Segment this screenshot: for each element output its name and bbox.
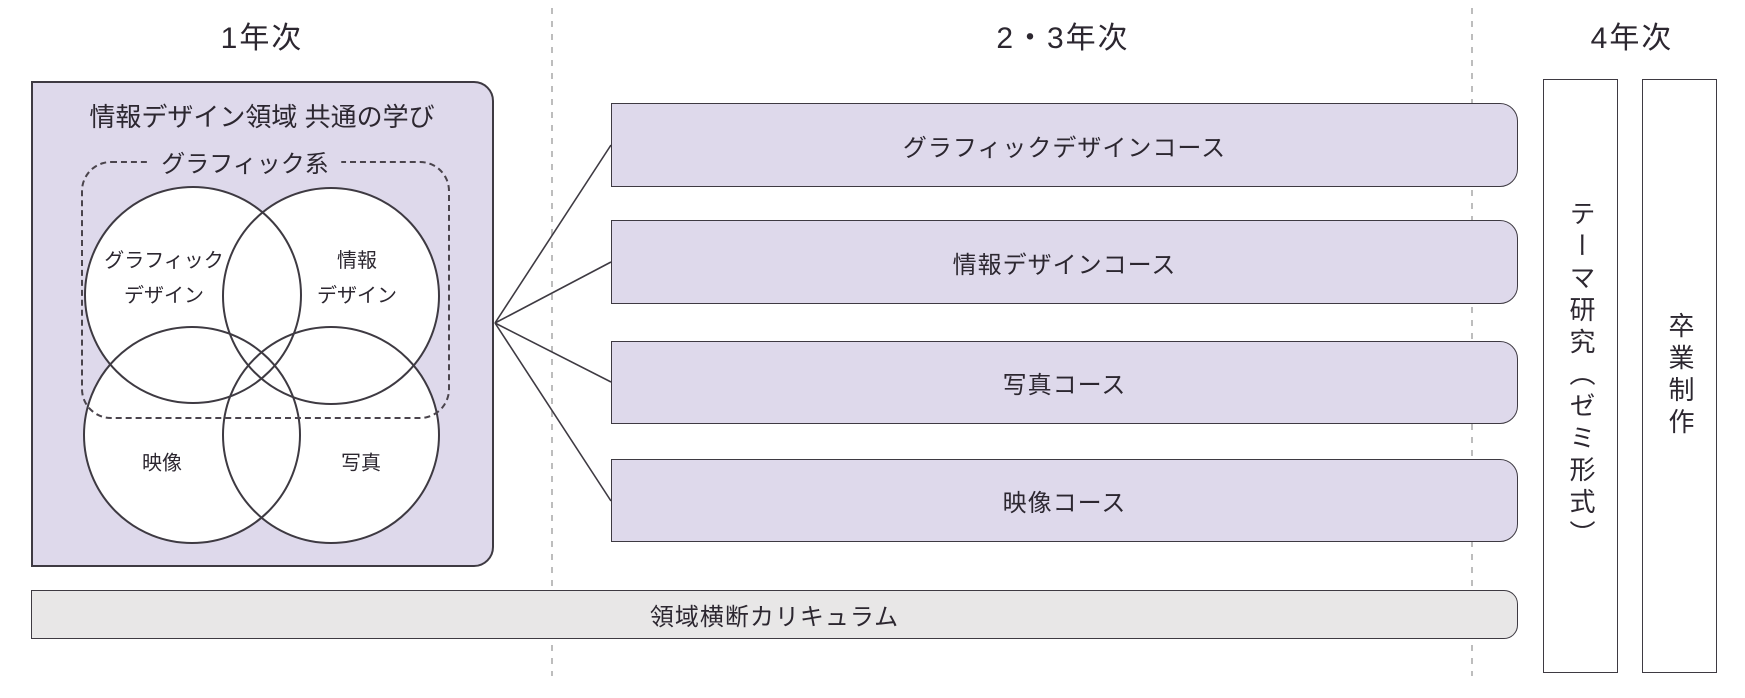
course-box-info-design: 情報デザインコース bbox=[611, 220, 1518, 304]
course-label-info-design: 情報デザインコース bbox=[952, 251, 1177, 279]
venn-label-video: 映像 bbox=[142, 452, 182, 475]
venn-label-graphic-design: グラフィック デザイン bbox=[104, 244, 224, 314]
connector-line-graphic-course bbox=[494, 144, 612, 324]
column-divider-left bbox=[551, 8, 553, 676]
connector-line-photo-course bbox=[494, 322, 612, 383]
venn-label-info-design-line2: デザイン bbox=[317, 285, 397, 307]
theme-research-bar: テーマ研究（ゼミ形式） bbox=[1543, 79, 1618, 673]
cross-domain-bar-label: 領域横断カリキュラム bbox=[649, 604, 900, 631]
connector-line-video-course bbox=[494, 322, 612, 502]
column-header-year4: 4年次 bbox=[1590, 22, 1674, 55]
cross-domain-bar: 領域横断カリキュラム bbox=[31, 590, 1518, 639]
venn-label-info-design-line1: 情報 bbox=[337, 250, 377, 272]
graduation-work-label: 卒業制作 bbox=[1665, 312, 1695, 440]
common-box-title: 情報デザイン領域 共通の学び bbox=[89, 102, 435, 132]
course-box-graphic-design: グラフィックデザインコース bbox=[611, 103, 1518, 187]
graphic-group-label: グラフィック系 bbox=[149, 143, 341, 179]
course-box-video: 映像コース bbox=[611, 459, 1518, 542]
connector-line-info-course bbox=[494, 261, 612, 324]
graduation-work-bar: 卒業制作 bbox=[1642, 79, 1717, 673]
venn-label-graphic-design-line1: グラフィック bbox=[104, 250, 224, 272]
course-label-graphic-design: グラフィックデザインコース bbox=[902, 134, 1227, 162]
venn-label-photo: 写真 bbox=[341, 452, 381, 475]
column-header-year1: 1年次 bbox=[220, 22, 304, 55]
course-box-photo: 写真コース bbox=[611, 341, 1518, 424]
course-label-photo: 写真コース bbox=[1002, 372, 1127, 399]
venn-label-info-design: 情報 デザイン bbox=[317, 244, 397, 314]
course-label-video: 映像コース bbox=[1002, 490, 1127, 517]
column-header-year2-3: 2・3年次 bbox=[996, 22, 1130, 55]
venn-label-graphic-design-line2: デザイン bbox=[123, 285, 204, 307]
theme-research-label: テーマ研究（ゼミ形式） bbox=[1566, 200, 1596, 552]
